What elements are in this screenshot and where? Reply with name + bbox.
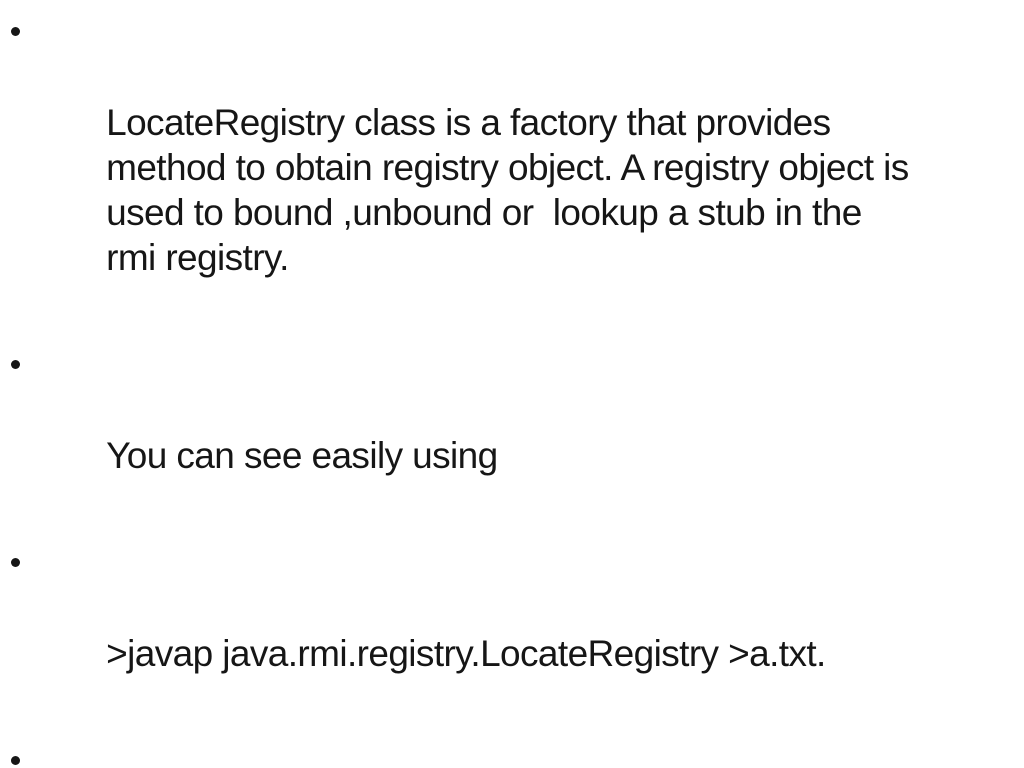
bullet-item: > a.txt [0,739,1024,768]
bullet-icon [11,360,20,369]
bullet-text: >javap java.rmi.registry.LocateRegistry … [106,633,826,674]
bullet-icon [11,558,20,567]
bullet-item: >javap java.rmi.registry.LocateRegistry … [0,541,1024,721]
bullet-icon [11,756,20,765]
bullet-item: LocateRegistry class is a factory that p… [0,10,1024,325]
bullet-text: You can see easily using [106,435,498,476]
bullet-item: You can see easily using [0,343,1024,523]
bullet-icon [11,27,20,36]
bullet-text: LocateRegistry class is a factory that p… [106,102,909,278]
